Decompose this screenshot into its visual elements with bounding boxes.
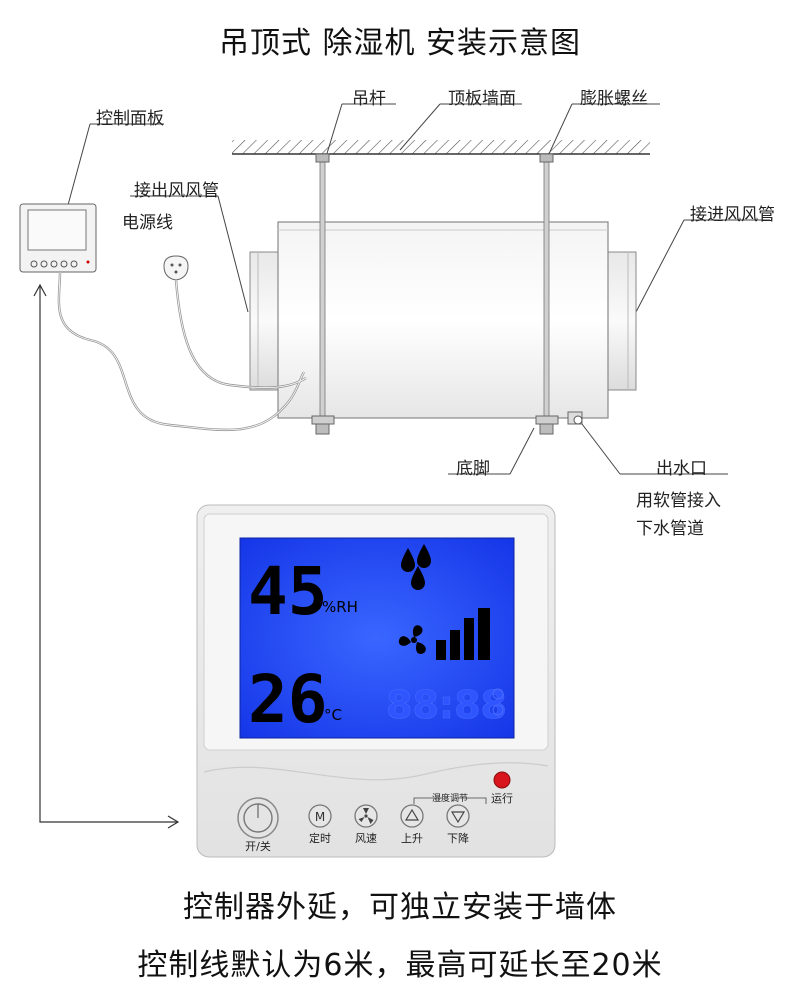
up-button-label: 上升: [401, 832, 423, 845]
run-label: 运行: [491, 792, 513, 805]
extension-arrow: [33, 283, 47, 500]
ceiling-slab: [232, 140, 650, 155]
label-power-cord: 电源线: [122, 213, 173, 233]
humidity-reading: 45: [248, 553, 327, 630]
control-panel-small: [19, 203, 97, 273]
label-hanging-rod: 吊杆: [352, 89, 386, 109]
humidity-up-button[interactable]: [400, 804, 424, 828]
run-led-indicator: [493, 771, 511, 789]
label-water-note-1: 用软管接入: [636, 491, 721, 511]
temperature-unit: °C: [324, 706, 342, 724]
fan-icon: [358, 808, 374, 824]
fan-speed-bars: [436, 608, 490, 660]
humidity-unit: %RH: [322, 598, 358, 616]
label-foot: 底脚: [456, 459, 490, 479]
fan-speed-icon: [398, 625, 426, 654]
caption-line-2: 控制线默认为6米，最高可延长至20米: [137, 948, 663, 983]
label-water-note-2: 下水管道: [636, 519, 704, 539]
label-water-outlet: 出水口: [656, 459, 707, 479]
fan-button[interactable]: [354, 804, 378, 828]
panel-divider-wave: [203, 762, 549, 781]
label-outlet-duct: 接出风风管: [134, 181, 219, 201]
diagram-title: 吊顶式 除湿机 安装示意图: [218, 26, 582, 61]
outlet-duct-flange: [249, 251, 279, 391]
humidity-down-button[interactable]: [446, 804, 470, 828]
humidity-adjust-bracket: [413, 797, 487, 804]
leader-lines: [67, 103, 770, 475]
timer-button-label: 定时: [309, 831, 331, 845]
humidity-adjust-label: 湿度调节: [432, 792, 468, 804]
mode-button-glyph: M: [315, 810, 325, 824]
down-button-label: 下降: [447, 831, 469, 845]
timer-clock-icons: [492, 688, 504, 716]
label-expansion-screw: 膨胀螺丝: [580, 89, 648, 109]
water-outlet: [567, 411, 583, 425]
label-inlet-duct: 接进风风管: [690, 205, 775, 225]
down-triangle-icon: [450, 811, 466, 824]
temperature-reading: 26: [248, 661, 327, 738]
water-drops-icon: [401, 544, 431, 590]
timer-digits: 88:88: [386, 683, 507, 727]
up-triangle-icon: [404, 808, 420, 821]
fan-button-label: 风速: [355, 832, 377, 845]
controller-enlarged: 45 %RH 26 °C 88:88 运行 湿度调节: [196, 504, 556, 858]
inlet-duct-flange: [607, 251, 637, 391]
installation-diagram: [19, 103, 770, 500]
mounting-feet: [311, 415, 559, 435]
dehumidifier-body: [277, 221, 609, 419]
mode-button[interactable]: M: [308, 804, 332, 828]
extension-arrow-lower: [39, 500, 180, 829]
power-plug: [163, 255, 189, 281]
power-button[interactable]: [237, 797, 279, 839]
label-control-panel: 控制面板: [96, 109, 164, 129]
label-ceiling-wall: 顶板墙面: [448, 89, 516, 109]
power-button-label: 开/关: [245, 839, 271, 853]
caption-line-1: 控制器外延，可独立安装于墙体: [183, 890, 617, 925]
